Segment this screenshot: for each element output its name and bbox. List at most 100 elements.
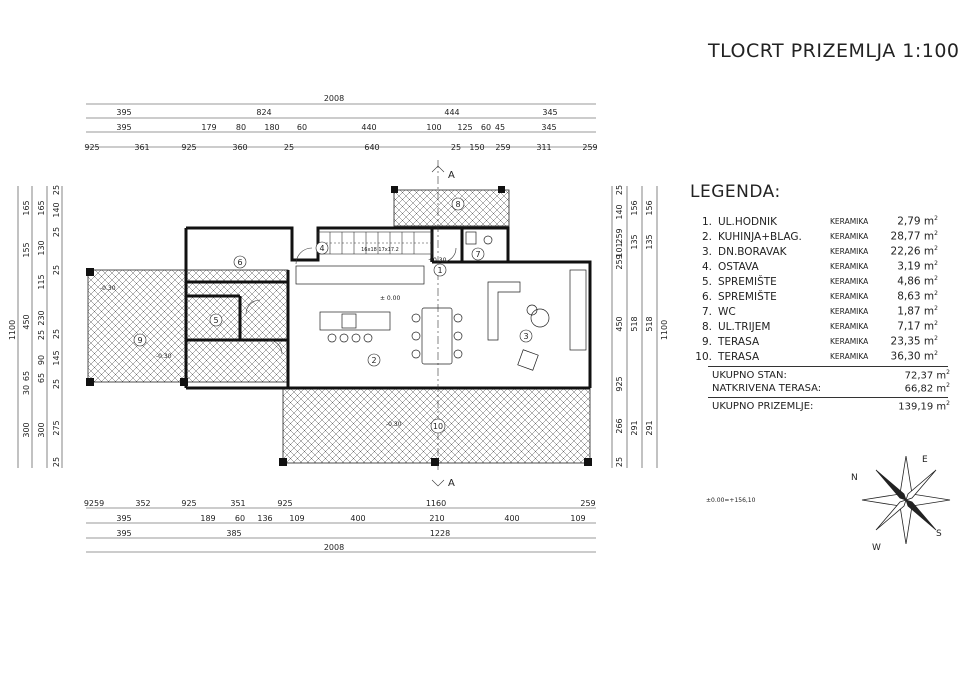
svg-text:925: 925	[181, 143, 196, 152]
svg-text:311: 311	[536, 143, 551, 152]
svg-text:360: 360	[232, 143, 247, 152]
room-tag-2: 2	[371, 356, 376, 365]
walls	[184, 226, 592, 390]
svg-text:145: 145	[52, 350, 61, 365]
svg-text:259: 259	[615, 228, 624, 243]
legend-divider	[708, 397, 948, 398]
svg-text:351: 351	[230, 499, 245, 508]
room-tag-8: 8	[455, 200, 460, 209]
svg-text:150: 150	[469, 143, 484, 152]
svg-text:259: 259	[582, 143, 597, 152]
total-row: NATKRIVENA TERASA:66,82 m2	[712, 382, 950, 395]
svg-text:1100: 1100	[660, 320, 669, 340]
svg-text:E: E	[922, 455, 928, 465]
stair-note: 16x18 17x17.2	[361, 247, 399, 253]
terrace-9	[87, 269, 289, 383]
svg-text:361: 361	[134, 143, 149, 152]
svg-text:115: 115	[37, 274, 46, 289]
stairs	[317, 231, 433, 255]
section-label-bottom: A	[448, 478, 455, 489]
svg-text:165: 165	[37, 200, 46, 215]
svg-text:125: 125	[457, 123, 472, 132]
dimension-text-right: 25 140 259 101 259 450 925 266 25 156 13…	[615, 185, 669, 467]
svg-text:60: 60	[481, 123, 491, 132]
svg-text:1100: 1100	[8, 320, 17, 340]
svg-text:300: 300	[37, 422, 46, 437]
svg-text:400: 400	[350, 514, 365, 523]
svg-text:189: 189	[200, 514, 215, 523]
svg-text:25: 25	[52, 265, 61, 275]
svg-text:440: 440	[361, 123, 376, 132]
svg-text:65: 65	[37, 373, 46, 383]
svg-text:275: 275	[52, 420, 61, 435]
svg-text:259: 259	[615, 254, 624, 269]
svg-text:90: 90	[37, 355, 46, 365]
svg-text:109: 109	[289, 514, 304, 523]
svg-text:S: S	[936, 529, 942, 539]
svg-text:101: 101	[615, 242, 624, 257]
svg-text:135: 135	[630, 234, 639, 249]
svg-text:2008: 2008	[324, 543, 344, 552]
svg-text:824: 824	[256, 108, 271, 117]
drawing-title: TLOCRT PRIZEMLJA 1:100	[708, 40, 960, 62]
svg-text:291: 291	[645, 420, 654, 435]
svg-text:444: 444	[444, 108, 459, 117]
wc-fixtures	[465, 231, 493, 245]
svg-text:180: 180	[264, 123, 279, 132]
svg-text:155: 155	[22, 242, 31, 257]
svg-text:25: 25	[52, 329, 61, 339]
svg-text:165: 165	[22, 200, 31, 215]
svg-text:140: 140	[615, 204, 624, 219]
living-room-furniture	[487, 269, 587, 371]
dimension-lines-right	[611, 186, 658, 468]
svg-text:395: 395	[116, 123, 131, 132]
svg-text:345: 345	[542, 108, 557, 117]
level-mark-3: -0.30	[386, 421, 402, 428]
legend-divider	[708, 366, 948, 367]
svg-text:925: 925	[615, 376, 624, 391]
room-tags: 1 2 3 4 5 6 7 8 9 10	[133, 197, 533, 434]
kitchen-furniture	[295, 265, 463, 365]
level-mark-1: +0.30	[428, 257, 447, 264]
svg-text:135: 135	[645, 234, 654, 249]
svg-text:N: N	[851, 473, 858, 483]
svg-text:450: 450	[615, 316, 624, 331]
svg-text:140: 140	[52, 202, 61, 217]
svg-text:518: 518	[645, 316, 654, 331]
svg-text:80: 80	[236, 123, 246, 132]
svg-text:395: 395	[116, 529, 131, 538]
porch-8	[393, 189, 510, 227]
svg-text:925: 925	[181, 499, 196, 508]
svg-text:450: 450	[22, 314, 31, 329]
svg-text:25: 25	[37, 330, 46, 340]
room-tag-1: 1	[437, 266, 442, 275]
svg-text:259: 259	[580, 499, 595, 508]
dimension-lines-left	[17, 186, 63, 468]
level-mark-2: -0.30	[156, 353, 172, 360]
total-row: UKUPNO PRIZEMLJE:139,19 m2	[712, 400, 950, 413]
svg-text:25: 25	[52, 379, 61, 389]
svg-text:400: 400	[504, 514, 519, 523]
svg-text:30: 30	[22, 385, 31, 395]
level-mark-4: -0.30	[100, 285, 116, 292]
svg-text:352: 352	[135, 499, 150, 508]
dimension-lines-top	[86, 103, 596, 148]
room-tag-5: 5	[213, 316, 218, 325]
svg-text:266: 266	[615, 418, 624, 433]
svg-text:W: W	[872, 543, 881, 553]
dimension-text-bottom: 9259 352 925 351 925 1160 259 395 189 60…	[84, 499, 596, 552]
svg-text:395: 395	[116, 514, 131, 523]
room-tag-6: 6	[237, 258, 242, 267]
room-tag-3: 3	[523, 332, 528, 341]
level-mark-0: ± 0.00	[380, 295, 400, 302]
dim-top-total: 2008	[324, 94, 344, 103]
svg-text:925: 925	[277, 499, 292, 508]
